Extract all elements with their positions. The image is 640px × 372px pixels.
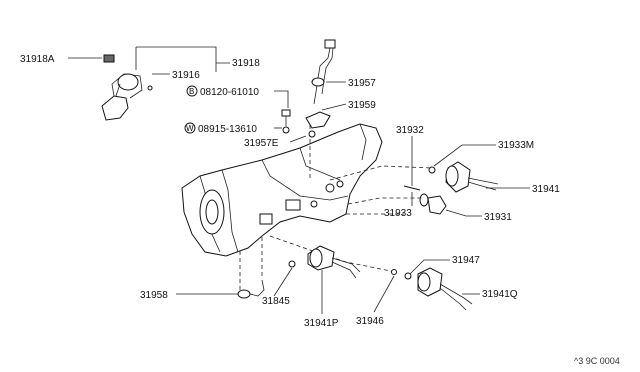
o-ring-31947 — [404, 272, 412, 280]
label-31933M: 31933M — [498, 140, 534, 151]
transmission-housing — [181, 123, 383, 257]
washer-08915 — [282, 126, 290, 134]
leader-31946 — [373, 275, 395, 313]
label-31845: 31845 — [262, 296, 290, 307]
label-31918: 31918 — [232, 58, 260, 69]
label-31941P: 31941P — [304, 318, 339, 329]
leader-31959 — [321, 103, 347, 111]
speed-sensor-assembly — [101, 54, 153, 121]
sensor-31941Q — [417, 267, 473, 311]
leader-31918 — [135, 46, 230, 72]
label-31947: 31947 — [452, 255, 480, 266]
label-31941Q: 31941Q — [482, 289, 518, 300]
label-31931: 31931 — [484, 212, 512, 223]
label-08915-13610: 08915-13610 — [198, 124, 257, 135]
washer-badge-letter: W — [186, 124, 194, 133]
label-31957E: 31957E — [244, 138, 279, 149]
clip-31946 — [391, 269, 397, 275]
leader-31933M — [433, 144, 496, 167]
pin-31933 — [403, 185, 421, 191]
label-31941: 31941 — [532, 184, 560, 195]
label-31959: 31959 — [348, 100, 376, 111]
leader-bolt — [274, 90, 289, 108]
leader-31845 — [273, 267, 293, 297]
leader-31947 — [409, 259, 450, 275]
label-08120-61010: 08120-61010 — [200, 87, 259, 98]
diagram-reference-code: ^3 9C 0004 — [574, 356, 620, 366]
plug-31931 — [419, 193, 447, 215]
label-31918A: 31918A — [20, 54, 55, 65]
sensor-31941P — [307, 245, 361, 279]
label-31946: 31946 — [356, 316, 384, 327]
washer-badge-icon — [184, 122, 196, 134]
bolt-badge-letter: B — [189, 87, 194, 96]
bolt-badge-icon — [186, 85, 198, 97]
label-31958: 31958 — [140, 290, 168, 301]
bolt-08120 — [281, 109, 291, 126]
sensor-31958 — [237, 236, 265, 299]
sensor-31941 — [428, 161, 499, 193]
label-31916: 31916 — [172, 70, 200, 81]
leader-31957E — [289, 135, 307, 143]
label-31957: 31957 — [348, 78, 376, 89]
bracket-31959 — [305, 111, 331, 138]
label-31932: 31932 — [396, 125, 424, 136]
label-31933: 31933 — [384, 208, 412, 219]
harness-31957 — [309, 39, 336, 180]
o-ring-31845 — [288, 260, 296, 268]
leader-31931 — [445, 209, 482, 217]
